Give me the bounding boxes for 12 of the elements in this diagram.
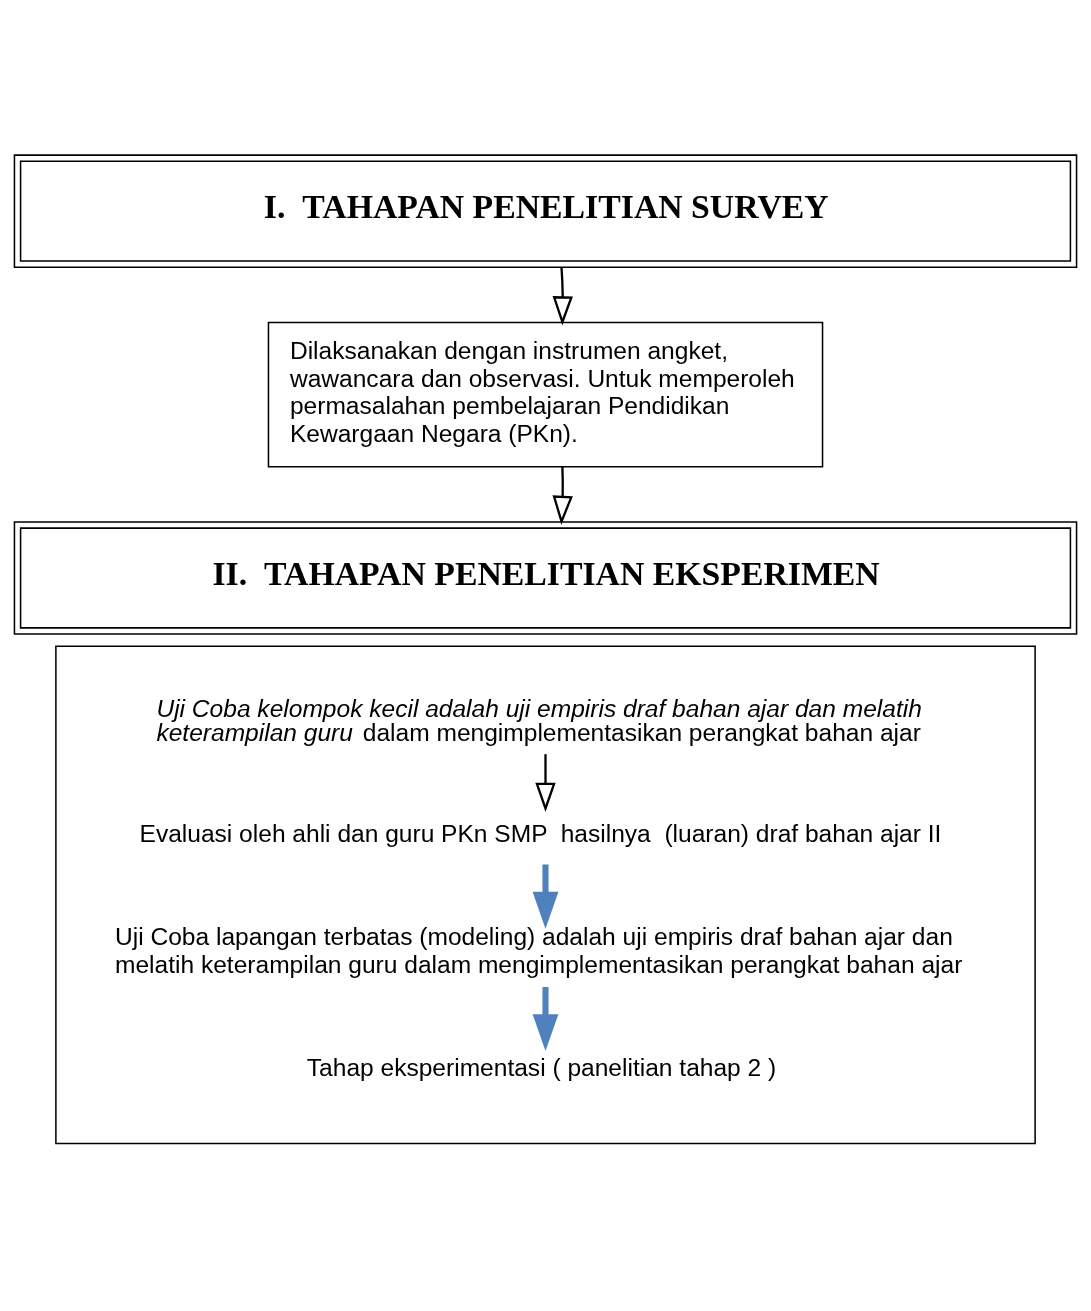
arrow	[535, 754, 556, 812]
node-box: II. TAHAPAN PENELITIAN EKSPERIMEN	[13, 521, 1078, 635]
arrow	[532, 864, 559, 929]
arrow	[552, 466, 573, 525]
node-box: I. TAHAPAN PENELITIAN SURVEY	[13, 154, 1078, 268]
node-box: Dilaksanakan dengan instrumen angket, wawancara dan observasi. Untuk memperoleh permasalahan pembelajaran Pendidikan Kewargaan Negara (PKn).	[267, 321, 824, 468]
node-text: Evaluasi oleh ahli dan guru PKn SMP hasilnya (luaran) draf bahan ajar II	[139, 820, 942, 848]
node-text: Tahap eksperimentasi ( panelitian tahap 2 )	[306, 1053, 777, 1081]
node-text: Uji Coba kelompok kecil adalah uji empiris draf bahan ajar dan melatih keterampilan guru dalam mengimplementasikan perangkat bahan ajar	[156, 694, 922, 747]
node-text: Uji Coba lapangan terbatas (modeling) adalah uji empiris draf bahan ajar dan melatih keterampilan guru dalam mengimplementasikan perangkat bahan ajar	[114, 923, 963, 978]
cluster	[55, 645, 1036, 1145]
arrow	[552, 267, 573, 326]
